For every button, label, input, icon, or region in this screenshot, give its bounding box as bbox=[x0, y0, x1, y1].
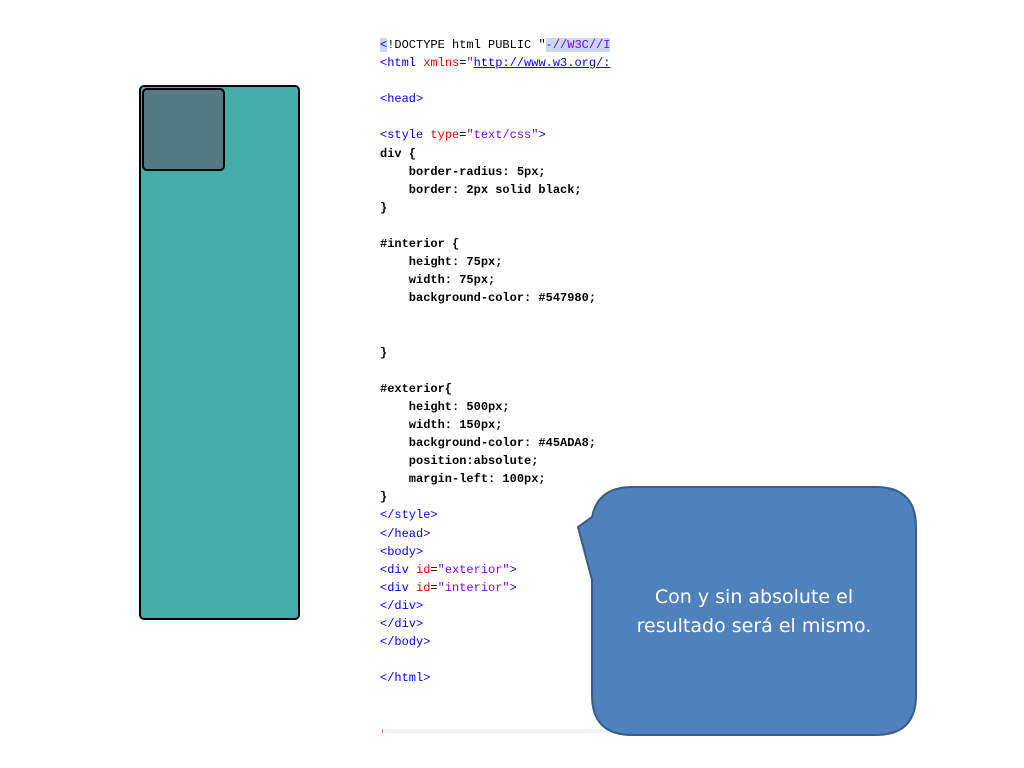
code-line: height: 75px; bbox=[380, 253, 670, 271]
code-line: } bbox=[380, 199, 670, 217]
code-token: <div bbox=[380, 580, 417, 595]
code-token: width: 75px; bbox=[380, 273, 496, 288]
code-token: div { bbox=[380, 146, 417, 161]
code-line: #interior { bbox=[380, 235, 670, 253]
code-line: div { bbox=[380, 145, 670, 163]
code-token: <style bbox=[380, 128, 431, 143]
code-line: background-color: #547980; bbox=[380, 289, 670, 307]
code-line: </html> bbox=[380, 669, 670, 687]
callout-text-line-2: resultado será el mismo. bbox=[636, 615, 872, 637]
code-line: <style type="text/css"> bbox=[380, 126, 670, 144]
code-token: </div> bbox=[380, 598, 424, 613]
code-token: </html> bbox=[380, 671, 431, 686]
code-line: width: 150px; bbox=[380, 416, 670, 434]
code-token: height: 500px; bbox=[380, 399, 510, 414]
code-line: </style> bbox=[380, 506, 670, 524]
code-token: "interior" bbox=[437, 580, 510, 595]
code-token: } bbox=[380, 200, 388, 215]
code-token: #interior { bbox=[380, 237, 460, 252]
code-line: width: 75px; bbox=[380, 271, 670, 289]
code-token: type bbox=[430, 128, 460, 143]
code-token: = bbox=[459, 56, 467, 71]
code-token: <html bbox=[380, 56, 424, 71]
interior-div-demo bbox=[142, 88, 225, 171]
code-token: > bbox=[509, 580, 517, 595]
code-token: "text/css" bbox=[466, 128, 539, 143]
code-line: position:absolute; bbox=[380, 452, 670, 470]
code-token: <body> bbox=[380, 544, 424, 559]
code-line: border: 2px solid black; bbox=[380, 181, 670, 199]
code-editor-bottom-edge bbox=[382, 729, 623, 733]
code-token: height: 75px; bbox=[380, 255, 503, 270]
code-line bbox=[380, 362, 670, 380]
code-token: margin-left: 100px; bbox=[380, 472, 546, 487]
code-token: id bbox=[416, 580, 431, 595]
code-token: } bbox=[380, 490, 388, 505]
code-token: #exterior{ bbox=[380, 381, 453, 396]
code-line: </div> bbox=[380, 597, 670, 615]
code-line bbox=[380, 108, 670, 126]
code-token: = bbox=[459, 128, 467, 143]
code-token: background-color: #45ADA8; bbox=[380, 436, 597, 451]
exterior-div-demo bbox=[139, 85, 300, 620]
code-token: border-radius: 5px; bbox=[380, 164, 546, 179]
code-token: border: 2px solid black; bbox=[380, 182, 582, 197]
code-line: background-color: #45ADA8; bbox=[380, 434, 670, 452]
code-token: xmlns bbox=[423, 56, 460, 71]
code-token: < bbox=[380, 38, 388, 52]
code-token: = bbox=[430, 562, 438, 577]
code-line: <head> bbox=[380, 90, 670, 108]
code-line: border-radius: 5px; bbox=[380, 163, 670, 181]
code-line bbox=[380, 72, 670, 90]
code-listing: <!DOCTYPE html PUBLIC "-//W3C//I<html xm… bbox=[380, 36, 670, 736]
code-token: </style> bbox=[380, 508, 438, 523]
code-token: position:absolute; bbox=[380, 454, 539, 469]
callout-text-line-1: Con y sin absolute el bbox=[654, 586, 854, 608]
code-line bbox=[380, 326, 670, 344]
code-token: > bbox=[538, 128, 546, 143]
code-line: <div id="exterior"> bbox=[380, 561, 670, 579]
code-line: <!DOCTYPE html PUBLIC "-//W3C//I bbox=[380, 36, 670, 54]
code-token: !DOCTYPE html PUBLIC bbox=[387, 38, 539, 52]
code-token: http://www.w3.org/: bbox=[473, 56, 611, 71]
code-token: "exterior" bbox=[437, 562, 510, 577]
code-token: = bbox=[430, 580, 438, 595]
code-line: <body> bbox=[380, 543, 670, 561]
code-line: </div> bbox=[380, 615, 670, 633]
callout-shape bbox=[576, 486, 917, 736]
code-line bbox=[380, 217, 670, 235]
code-token: </div> bbox=[380, 617, 424, 631]
code-line: </body> bbox=[380, 633, 670, 651]
code-token: background-color: #547980; bbox=[380, 291, 597, 306]
code-line: #exterior{ bbox=[380, 380, 670, 398]
code-token: " bbox=[466, 56, 474, 71]
code-token: </body> bbox=[380, 635, 431, 650]
code-token: " bbox=[538, 38, 546, 52]
code-line: <html xmlns="http://www.w3.org/: bbox=[380, 54, 670, 72]
code-token: </head> bbox=[380, 526, 431, 541]
code-line: } bbox=[380, 488, 670, 506]
callout-text: Con y sin absolute el resultado será el … bbox=[592, 583, 916, 641]
code-token: width: 150px; bbox=[380, 417, 503, 432]
code-token: <div bbox=[380, 562, 417, 577]
code-line bbox=[380, 307, 670, 325]
callout-bubble: Con y sin absolute el resultado será el … bbox=[576, 486, 917, 736]
code-token: > bbox=[509, 562, 517, 577]
code-line: } bbox=[380, 344, 670, 362]
code-line: </head> bbox=[380, 525, 670, 543]
code-token: id bbox=[416, 562, 431, 577]
code-line: height: 500px; bbox=[380, 398, 670, 416]
code-line: <div id="interior"> bbox=[380, 579, 670, 597]
code-line: margin-left: 100px; bbox=[380, 470, 670, 488]
code-token: -//W3C//I bbox=[545, 38, 611, 52]
code-token: } bbox=[380, 345, 388, 360]
code-token: <head> bbox=[380, 92, 424, 107]
